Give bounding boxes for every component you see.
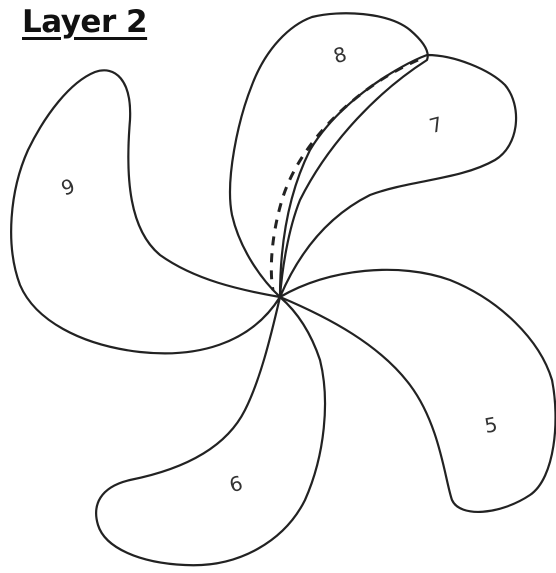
petal-label-5: 5	[483, 412, 500, 438]
overlap-dashed-line	[271, 60, 418, 290]
petal-label-9: 9	[58, 174, 78, 201]
petal-label-8: 8	[331, 42, 350, 68]
petal-5-outline	[280, 270, 556, 512]
petal-7-outline	[280, 55, 516, 297]
petal-8-outline	[230, 13, 428, 297]
petal-label-6: 6	[227, 471, 246, 497]
petal-6-outline	[96, 297, 325, 565]
petal-label-7: 7	[427, 112, 446, 138]
petal-9-outline	[11, 70, 280, 353]
